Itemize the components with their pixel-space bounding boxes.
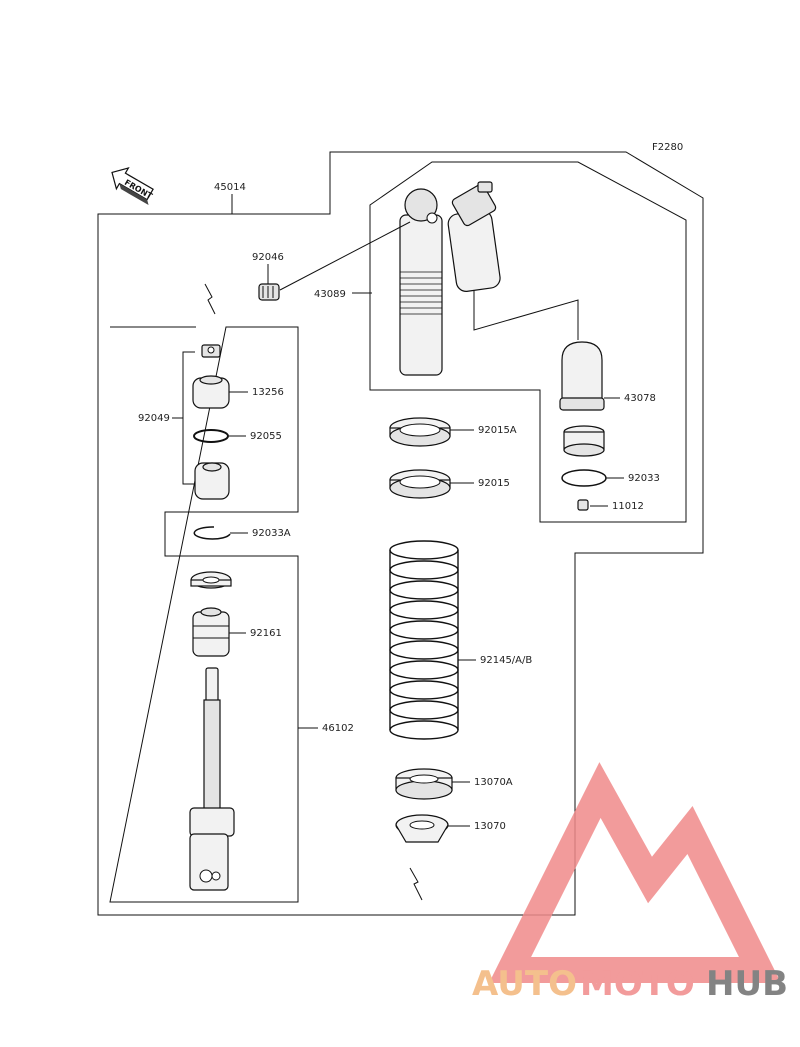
valve-lower [194,462,230,500]
cut-mark-bottom [409,867,423,901]
bladder-43078 [559,341,605,411]
watermark-hub: HUB [706,964,788,1004]
valve-13256 [192,375,230,409]
label-92161: 92161 [250,628,282,639]
oring-92055 [193,429,229,443]
label-92033: 92033 [628,473,660,484]
valve-cap-11012 [577,499,589,511]
label-92145: 92145/A/B [480,655,532,666]
watermark-logo: AUTO MOTO HUB [472,762,788,1004]
label-92049: 92049 [138,413,170,424]
piston-rod-46102 [189,667,235,891]
cut-mark-top [204,283,216,315]
label-46102: 46102 [322,723,354,734]
figure-code: F2280 [652,142,683,153]
assembly-outline-45014 [97,151,704,916]
front-arrow-icon: FRONT [111,167,154,206]
locknut-92015A [389,417,451,447]
label-45014: 45014 [214,182,246,193]
label-92033A: 92033A [252,528,291,539]
label-13070: 13070 [474,821,506,832]
label-92015A: 92015A [478,425,517,436]
label-13070A: 13070A [474,777,513,788]
bumper-92161 [192,607,230,657]
label-43078: 43078 [624,393,656,404]
watermark-auto: AUTO [472,964,577,1004]
nut [201,344,221,358]
label-92015: 92015 [478,478,510,489]
label-92055: 92055 [250,431,282,442]
spring-seat-13070A [395,768,453,800]
label-13256: 13256 [252,387,284,398]
shock-body-43089 [399,181,501,376]
assembly-outline-43089 [369,161,687,523]
spring-seat-13070 [395,814,449,843]
locknut-92015 [389,469,451,499]
label-11012: 11012 [612,501,644,512]
spring-92145 [389,540,459,740]
watermark-triangle-icon [488,762,782,983]
oring-92033 [561,469,607,487]
washer [190,571,232,589]
label-92046: 92046 [252,252,284,263]
assembly-outline-46102 [109,326,299,903]
watermark-moto: MOTO [580,964,695,1004]
snap-ring-92033A [193,526,231,540]
reservoir-cap [563,425,605,457]
label-43089: 43089 [314,289,346,300]
bushing-92046 [258,283,280,301]
